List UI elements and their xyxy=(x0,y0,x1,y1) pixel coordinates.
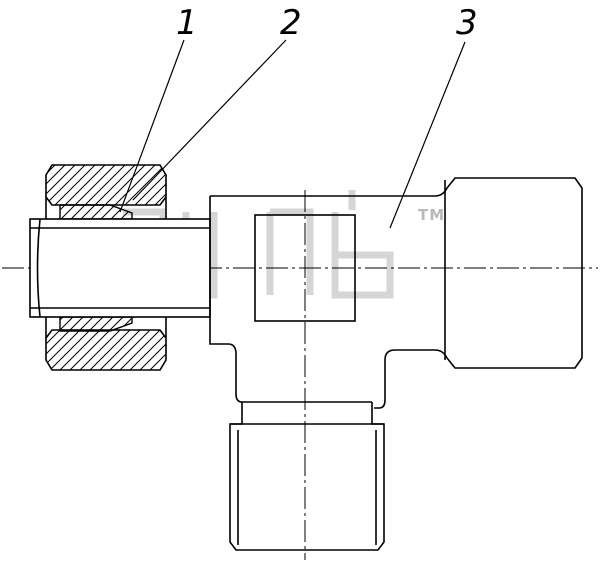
tube-part xyxy=(29,218,211,318)
trademark-mark: TM xyxy=(418,206,446,224)
tee-body xyxy=(209,177,583,409)
nut-part xyxy=(45,164,167,371)
threaded-spigot xyxy=(229,401,385,551)
callout-1: 1 xyxy=(176,3,198,43)
callout-3: 3 xyxy=(456,3,478,43)
callout-2: 2 xyxy=(280,3,302,43)
leader-lines xyxy=(119,39,466,229)
